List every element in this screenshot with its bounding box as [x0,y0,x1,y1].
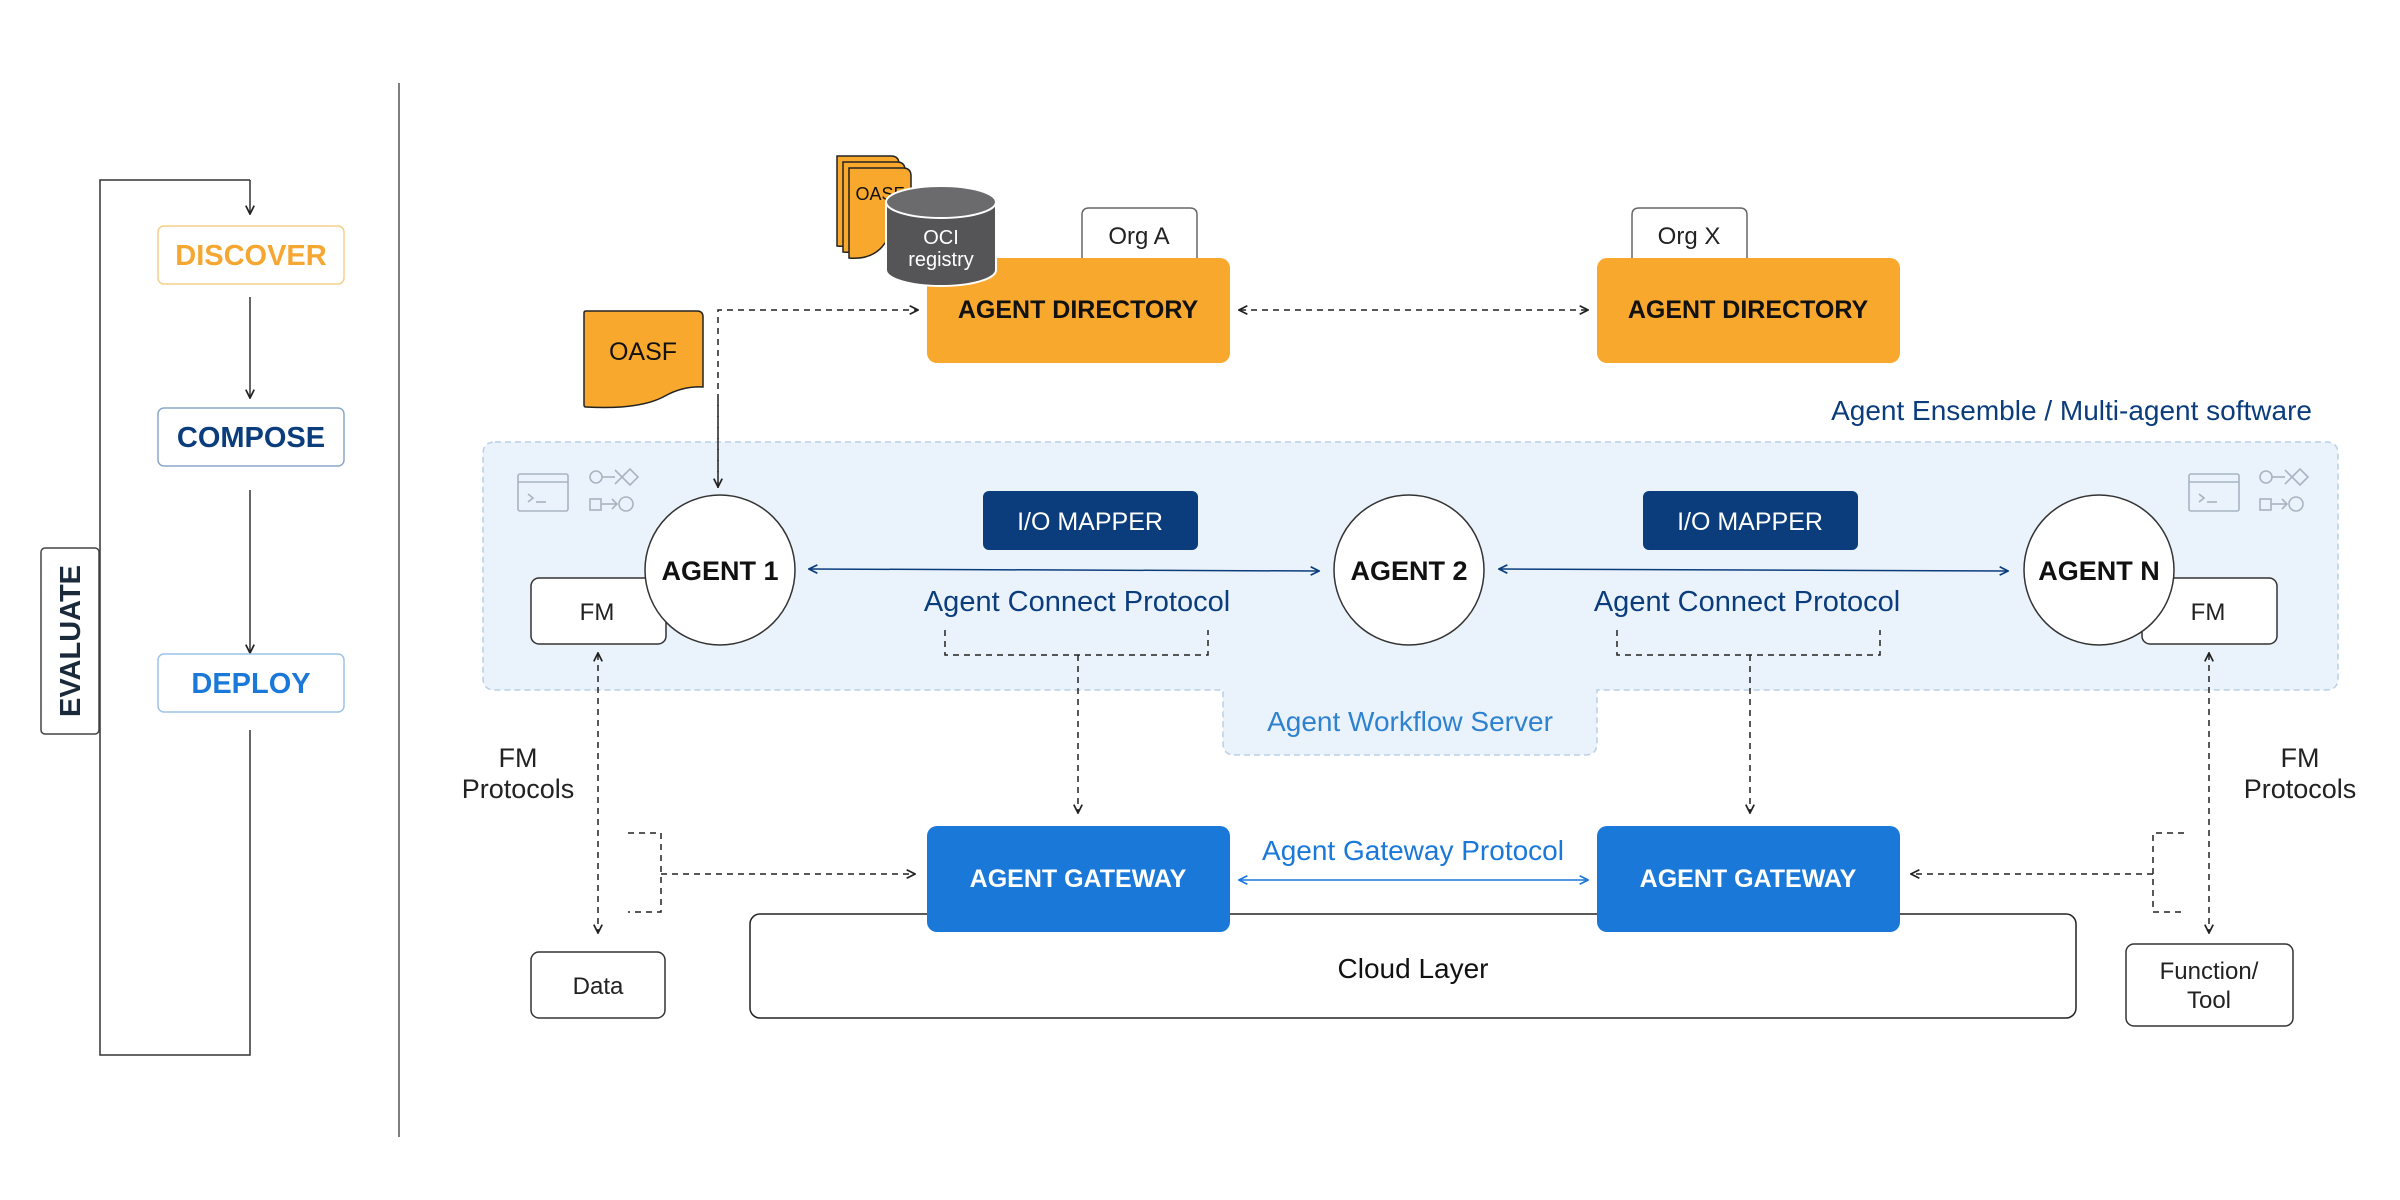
io-mapper-right[interactable]: I/O MAPPER [1643,491,1858,550]
svg-text:Org A: Org A [1108,223,1169,250]
gateway-section: Cloud Layer AGENT GATEWAY AGENT GATEWAY … [628,826,2184,1019]
fm-protocols-left-label: FM [499,743,538,773]
fm-box-right: FM [2141,577,2278,645]
compose-label: COMPOSE [177,422,325,454]
agent-2-to-n-link [1500,569,2007,571]
oasf-directory-link [717,310,917,488]
oasf-doc-icon: OASF [583,310,704,409]
svg-text:Tool: Tool [2187,987,2231,1014]
left-resource-bracket [628,832,662,913]
agent-n-node[interactable]: AGENT N [2023,494,2175,646]
compose-stage: COMPOSE [157,407,345,467]
discover-label: DISCOVER [175,240,327,272]
agent-1-to-2-link [810,569,1318,571]
lifecycle-panel: DISCOVER COMPOSE DEPLOY EVALUATE [40,179,345,1056]
svg-text:I/O MAPPER: I/O MAPPER [1017,508,1163,536]
svg-text:Protocols: Protocols [2244,774,2357,804]
agent-directory-right[interactable]: AGENT DIRECTORY [1597,258,1900,363]
svg-text:Protocols: Protocols [462,774,575,804]
acp-label-right: Agent Connect Protocol [1594,586,1900,618]
svg-text:I/O MAPPER: I/O MAPPER [1677,508,1823,536]
svg-text:Org X: Org X [1658,223,1721,250]
svg-text:AGENT 2: AGENT 2 [1350,556,1467,586]
deploy-stage: DEPLOY [157,653,345,713]
terminal-window-icon [517,473,569,512]
data-box: Data [530,951,666,1019]
acp-bracket-left [944,630,1209,656]
right-resource-bracket [2152,832,2184,913]
svg-text:Cloud Layer: Cloud Layer [1338,953,1489,984]
svg-text:AGENT 1: AGENT 1 [661,556,778,586]
evaluate-label: EVALUATE [55,565,87,717]
svg-text:AGENT DIRECTORY: AGENT DIRECTORY [958,296,1199,324]
ensemble-title: Agent Ensemble / Multi-agent software [1831,395,2312,426]
svg-text:registry: registry [908,249,974,271]
gateway-protocol-label: Agent Gateway Protocol [1262,835,1564,866]
agent-ensemble: Agent Ensemble / Multi-agent software Ag… [482,395,2339,812]
directory-section: Org A Org X AGENT DIRECTORY AGENT DIRECT… [583,155,1900,488]
svg-text:FM: FM [2191,599,2226,626]
cloud-layer: Cloud Layer [749,913,2077,1019]
acp-bracket-right [1616,630,1881,656]
agent-gateway-right[interactable]: AGENT GATEWAY [1597,826,1900,932]
deploy-label: DEPLOY [191,668,310,700]
workflow-server-label: Agent Workflow Server [1267,706,1553,737]
terminal-window-icon [2188,473,2240,512]
oci-registry-icon: OCI registry [885,185,997,287]
org-x-tab: Org X [1631,207,1748,262]
svg-text:AGENT GATEWAY: AGENT GATEWAY [1640,865,1857,893]
agent-directory-left[interactable]: AGENT DIRECTORY [927,258,1230,363]
fm-box-left: FM [530,577,667,645]
svg-text:AGENT N: AGENT N [2038,556,2160,586]
evaluate-stage: EVALUATE [40,547,100,735]
svg-text:AGENT DIRECTORY: AGENT DIRECTORY [1628,296,1869,324]
agent-1-node[interactable]: AGENT 1 [644,494,796,646]
svg-text:AGENT GATEWAY: AGENT GATEWAY [970,865,1187,893]
svg-text:Data: Data [573,973,624,1000]
resources-section: FM Protocols FM Protocols Data Function/… [462,654,2357,1027]
io-mapper-left[interactable]: I/O MAPPER [983,491,1198,550]
fm-protocols-right-label: FM [2281,743,2320,773]
workflow-nodes-icon [2259,467,2310,512]
svg-text:OCI: OCI [923,227,959,249]
svg-text:FM: FM [580,599,615,626]
svg-text:Function/: Function/ [2160,958,2259,985]
svg-text:OASF: OASF [609,338,677,366]
acp-label-left: Agent Connect Protocol [924,586,1230,618]
workflow-nodes-icon [589,467,640,512]
agent-2-node[interactable]: AGENT 2 [1333,494,1485,646]
discover-stage: DISCOVER [157,225,345,285]
org-a-tab: Org A [1081,207,1198,262]
function-tool-box: Function/ Tool [2125,943,2294,1027]
lifecycle-loop-line [99,179,251,1056]
agent-gateway-left[interactable]: AGENT GATEWAY [927,826,1230,932]
